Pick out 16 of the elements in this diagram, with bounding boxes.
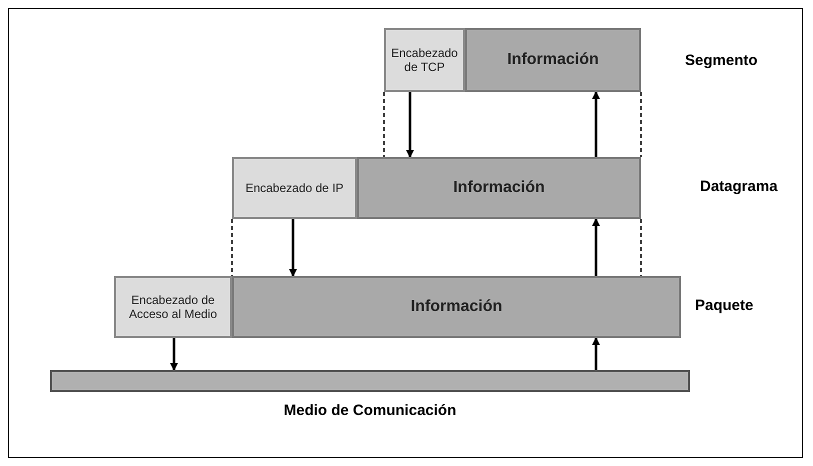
layer-label: Segmento bbox=[685, 52, 758, 69]
layer-label: Paquete bbox=[695, 297, 754, 314]
arrow bbox=[406, 92, 414, 158]
header-box: Encabezado de Acceso al Medio bbox=[114, 276, 232, 338]
header-box: Encabezado de TCP bbox=[384, 28, 465, 92]
arrow bbox=[289, 219, 297, 277]
arrow bbox=[592, 218, 600, 276]
header-box: Encabezado de IP bbox=[232, 157, 357, 219]
arrow bbox=[170, 338, 178, 371]
medium-label: Medio de Comunicación bbox=[282, 402, 458, 419]
arrow bbox=[592, 337, 600, 370]
data-box: Información bbox=[232, 276, 681, 338]
arrow bbox=[592, 91, 600, 157]
layer-label: Datagrama bbox=[700, 178, 778, 195]
data-box: Información bbox=[357, 157, 641, 219]
data-box: Información bbox=[465, 28, 641, 92]
